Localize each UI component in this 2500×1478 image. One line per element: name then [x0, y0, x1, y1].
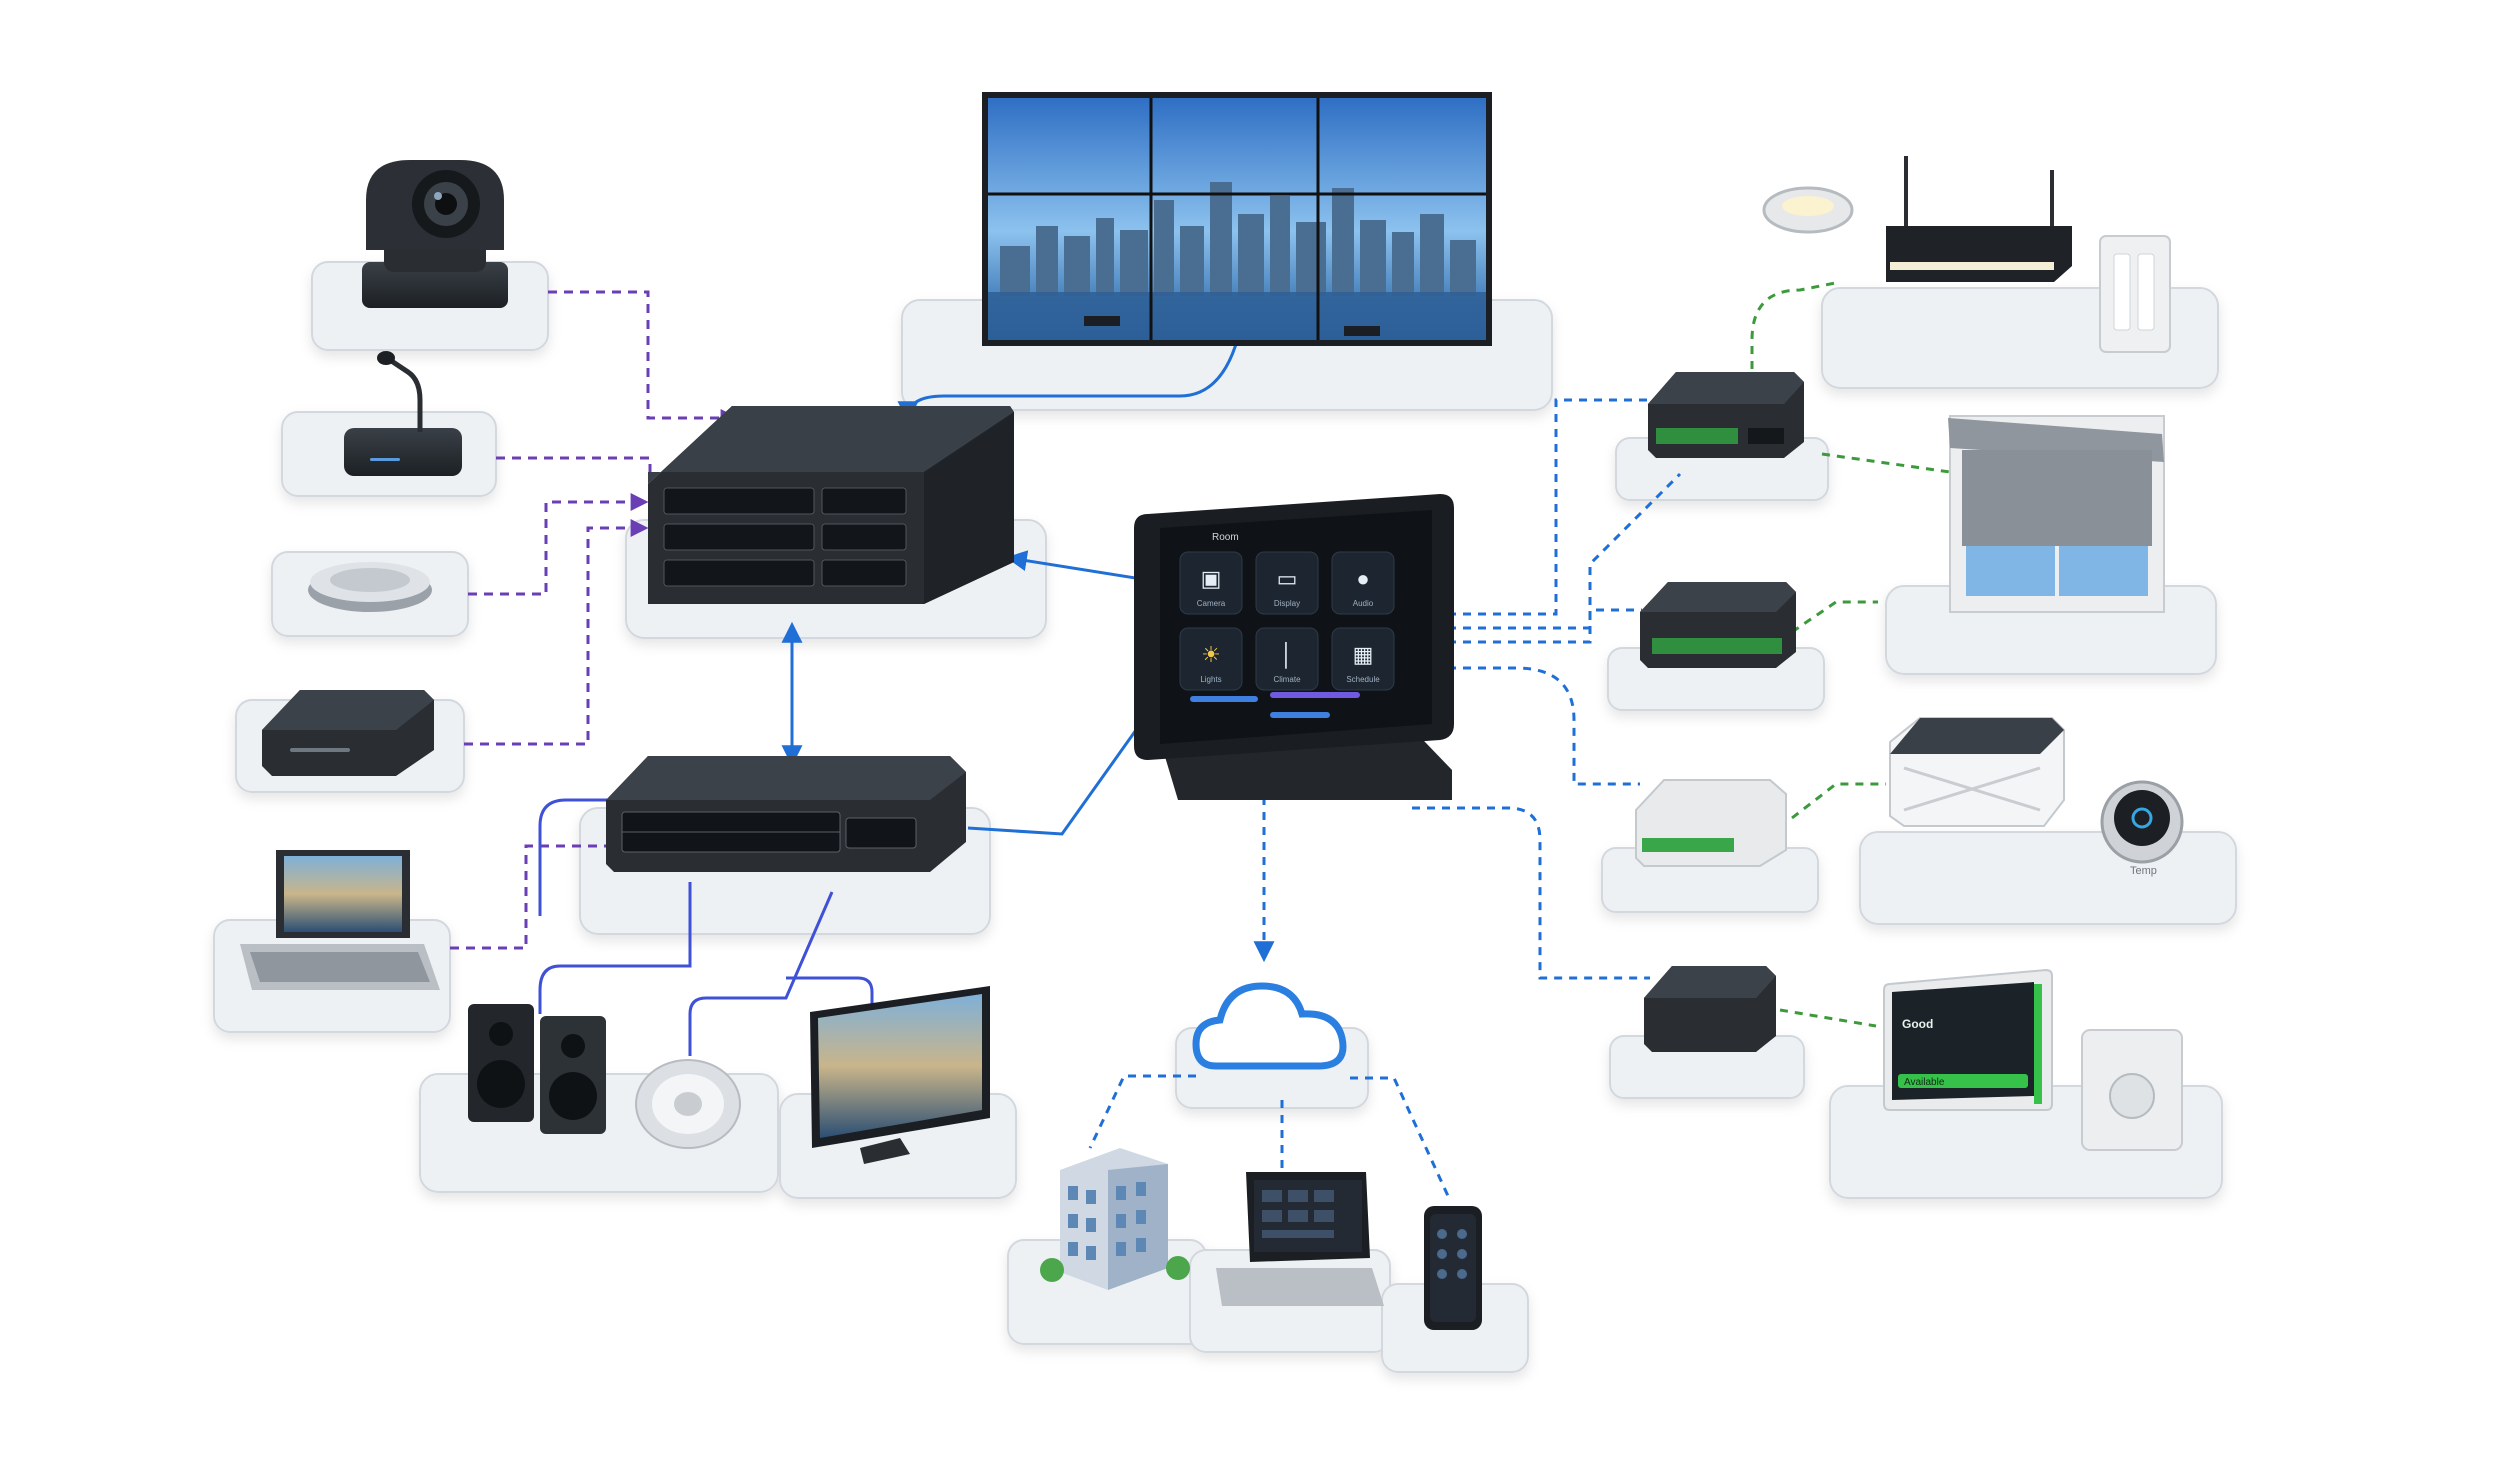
calendar-icon: ▦ [1353, 642, 1374, 667]
lightbulb-icon: ☀ [1201, 642, 1221, 667]
laptop-portal [1216, 1172, 1384, 1306]
thermostat: Temp [2100, 780, 2184, 877]
link-panel-controller2 [1448, 608, 1642, 644]
speakerphone [308, 562, 432, 612]
panel-tile-label: Climate [1273, 675, 1301, 684]
connections [450, 280, 1951, 1197]
monitor [810, 986, 990, 1164]
av-matrix-switcher [648, 406, 1014, 604]
bookshelf-speakers [468, 1004, 606, 1134]
ptz-camera [362, 160, 508, 308]
ceiling-speaker [635, 1059, 741, 1149]
io-controller-1 [1648, 372, 1804, 458]
panel-tile-bg [1331, 627, 1395, 691]
link-controller2-shade [1791, 600, 1878, 634]
io-module [1635, 779, 1787, 867]
network-switch [606, 756, 966, 872]
camera-icon: ▣ [1201, 566, 1222, 591]
panel-tile-display[interactable]: ▭ Display [1255, 551, 1319, 615]
room-panel-greeting: Good [1902, 1017, 1933, 1031]
link-panel-matrix [1005, 550, 1149, 582]
panel-tile-bg [1331, 551, 1395, 615]
panel-tile-lights[interactable]: ☀ Lights [1179, 627, 1243, 691]
motorized-shade [1948, 415, 2165, 613]
link-switch-speakers [538, 882, 692, 1014]
thermostat-label: Temp [2130, 865, 2157, 877]
matrix-ports [663, 487, 907, 587]
panel-tile-schedule[interactable]: ▦ Schedule [1331, 627, 1395, 691]
thermostat-ring-icon [2131, 807, 2153, 829]
io-controller-2 [1640, 582, 1796, 668]
room-panel-status: Available [1904, 1077, 1945, 1088]
panel-tile-label: Schedule [1346, 675, 1380, 684]
panel-tiles: ▣ Camera ▭ Display ● Audio ☀ Lights │ Climate ▦ Sch… [1179, 551, 1395, 691]
touch-panel: Room ▣ Camera ▭ Display ● Audio ☀ Lights │ Climat… [1134, 494, 1454, 800]
hvac-unit [1889, 717, 2065, 827]
gooseneck-microphone [344, 351, 462, 476]
panel-tile-bg [1179, 551, 1243, 615]
link-iomodule-hvac [1791, 782, 1886, 820]
platform-hvac [1859, 831, 2237, 925]
video-wall [982, 92, 1492, 346]
panel-tile-label: Display [1274, 599, 1300, 608]
panel-tile-bg [1179, 627, 1243, 691]
panel-tile-camera[interactable]: ▣ Camera [1179, 551, 1243, 615]
link-switch-panel [967, 729, 1138, 836]
panel-tile-label: Lights [1200, 675, 1221, 684]
lighting-fixtures [1762, 156, 2171, 353]
link-controller3-roompanel [1779, 1008, 1877, 1028]
link-cloud-building [1088, 1074, 1196, 1149]
laptop [240, 850, 440, 990]
io-controller-3 [1644, 966, 1776, 1052]
room-booking-panel: Good Available [1883, 968, 2053, 1111]
link-codec-matrix [464, 519, 649, 746]
link-camera-matrix [548, 290, 739, 427]
link-controller1-shade [1821, 452, 1951, 474]
link-videowall-matrix [897, 329, 1242, 423]
panel-tile-label: Camera [1197, 599, 1226, 608]
panel-tile-label: Audio [1353, 599, 1374, 608]
link-laptop-switch [450, 844, 620, 950]
panel-tile-bg [1255, 551, 1319, 615]
panel-tile-bg [1255, 627, 1319, 691]
link-controller1-lighting [1750, 280, 1841, 384]
link-panel-controller3 [1412, 806, 1650, 980]
link-mic-matrix [496, 456, 652, 476]
link-panel-controller1 [1448, 398, 1652, 616]
link-switch-left [538, 798, 612, 916]
linear-pendant-icon [1886, 226, 2072, 282]
building-icon [1040, 1148, 1190, 1290]
panel-header: Room [1212, 532, 1239, 543]
skyline [1000, 182, 1476, 296]
link-switch-ceiling-speaker [688, 891, 834, 1056]
codec-box [262, 690, 434, 776]
smartphone [1424, 1206, 1482, 1330]
occupancy-sensor [2081, 1029, 2183, 1151]
thermometer-icon: │ [1280, 641, 1294, 669]
wall-switch-icon [2099, 235, 2171, 353]
link-switch-monitor [786, 976, 874, 1006]
link-speakerphone-matrix [468, 493, 649, 596]
panel-tile-audio[interactable]: ● Audio [1331, 551, 1395, 615]
link-panel-iomodule [1448, 666, 1640, 786]
cloud-icon [1192, 982, 1347, 1070]
panel-tile-climate[interactable]: │ Climate [1255, 627, 1319, 691]
display-icon: ▭ [1277, 566, 1298, 591]
microphone-icon: ● [1356, 566, 1369, 591]
